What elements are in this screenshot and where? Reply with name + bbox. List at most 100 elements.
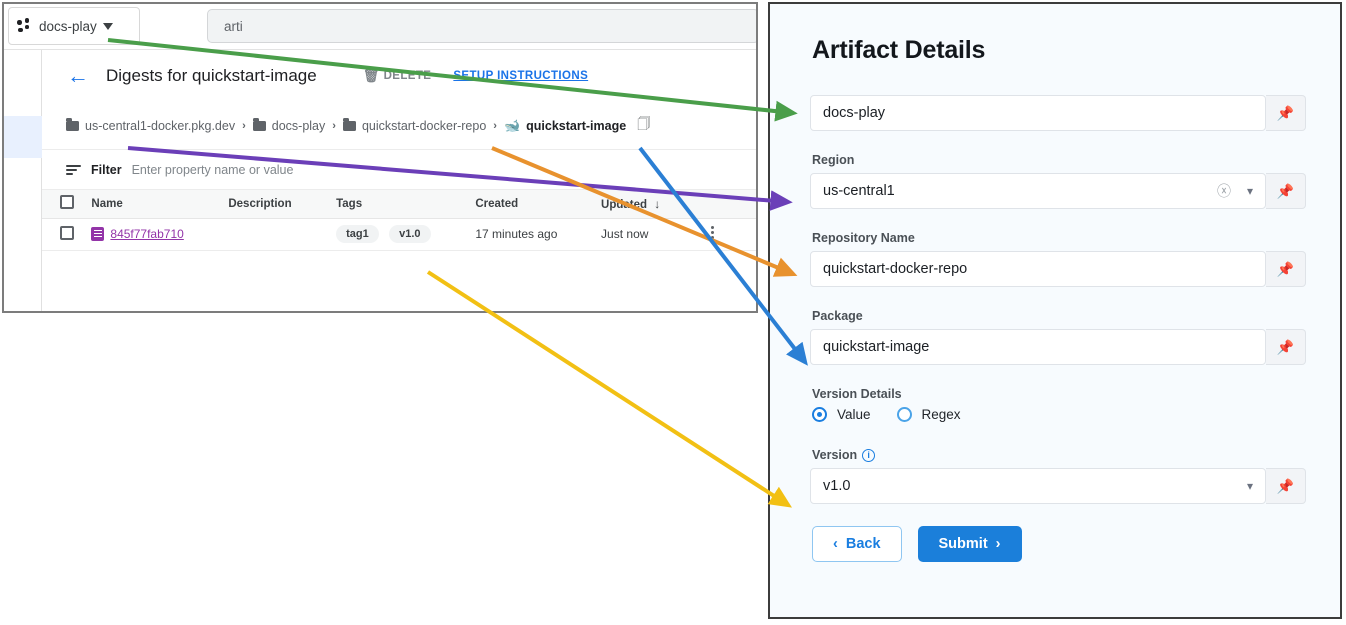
breadcrumb-label: quickstart-docker-repo [361,118,487,133]
radio-regex-label: Regex [921,407,961,422]
submit-button[interactable]: Submit › [917,526,1022,562]
pin-icon[interactable]: 📌 [1266,251,1306,287]
artifact-details-panel: Artifact Details docs-play 📌 Region us-c… [768,2,1342,619]
nav-rail-active-item[interactable] [4,116,42,158]
pin-icon[interactable]: 📌 [1266,468,1306,504]
row-actions-cell[interactable] [711,218,756,251]
breadcrumb-item-project[interactable]: docs-play [252,117,326,133]
package-input-value: quickstart-image [823,339,930,355]
select-all-checkbox[interactable] [60,195,74,210]
back-arrow-icon[interactable]: ← [67,63,89,88]
console-top-bar: docs-play arti [4,4,756,50]
package-field-row: quickstart-image 📌 [810,329,1306,365]
radio-regex[interactable] [896,407,912,422]
table-header-row: Name Description Tags Created Updated ↓ [42,190,756,219]
search-input-value: arti [224,18,243,34]
back-button[interactable]: ‹ Back [812,526,902,562]
breadcrumb-label: docs-play [271,118,326,133]
left-nav-rail[interactable] [4,50,42,311]
table-row[interactable]: 845f77fab710 tag1 v1.0 17 minutes ago Ju… [42,218,756,251]
column-header-created[interactable]: Created [475,190,602,219]
region-input-value: us-central1 [823,183,895,199]
breadcrumb-label: us-central1-docker.pkg.dev [85,118,236,133]
row-created-cell: 17 minutes ago [475,218,602,251]
radio-value[interactable] [812,407,827,422]
row-checkbox[interactable] [60,225,74,240]
column-header-tags[interactable]: Tags [336,190,476,219]
version-input-value: v1.0 [823,478,851,494]
version-details-radio-group: Value Regex [812,407,1306,422]
breadcrumb-item-registry[interactable]: us-central1-docker.pkg.dev [66,117,236,133]
panel-buttons: ‹ Back Submit › [812,526,1306,562]
breadcrumb-item-package[interactable]: 🐋 quickstart-image [504,119,626,133]
back-chevron-icon: ‹ [833,536,838,552]
filter-bar[interactable]: Filter Enter property name or value [42,150,756,190]
project-dots-icon [17,18,33,34]
delete-button[interactable]: 🗑 DELETE [363,68,432,84]
back-button-label: Back [845,536,881,552]
row-description-cell [228,218,337,251]
sort-descending-icon: ↓ [654,196,661,211]
delete-button-label: DELETE [383,70,432,82]
page-title: Digests for quickstart-image [106,66,317,85]
folder-icon [252,117,266,131]
pin-icon[interactable]: 📌 [1266,329,1306,365]
column-header-actions [711,190,756,219]
breadcrumb-separator: › [242,119,246,132]
column-header-description[interactable]: Description [228,190,337,219]
chevron-down-icon[interactable]: ▾ [1246,184,1253,198]
panel-title: Artifact Details [812,36,986,64]
radio-value-label: Value [837,407,871,422]
breadcrumb-separator: › [493,119,497,132]
setup-instructions-link[interactable]: SETUP INSTRUCTIONS [453,70,589,82]
region-label: Region [812,153,855,167]
console-body: ← Digests for quickstart-image 🗑 DELETE … [4,50,756,311]
copy-icon[interactable]: 🗍 [637,115,651,131]
project-field-row: docs-play 📌 [810,95,1306,131]
repository-label: Repository Name [812,231,915,245]
search-input[interactable]: arti [207,9,756,43]
console-content: ← Digests for quickstart-image 🗑 DELETE … [42,50,756,311]
tag-chip: tag1 [336,225,379,243]
docker-icon: 🐋 [503,118,521,133]
package-label: Package [812,309,863,323]
project-selector[interactable]: docs-play [8,7,140,45]
filter-input-placeholder[interactable]: Enter property name or value [131,162,294,177]
breadcrumb-separator: › [332,119,336,132]
repository-input[interactable]: quickstart-docker-repo [810,251,1266,287]
table-header: Name Description Tags Created Updated ↓ [42,190,756,219]
package-input[interactable]: quickstart-image [810,329,1266,365]
pin-icon[interactable]: 📌 [1266,95,1306,131]
info-icon[interactable]: i [862,448,876,462]
column-header-updated[interactable]: Updated ↓ [601,190,712,219]
submit-chevron-icon: › [995,536,1001,552]
filter-label: Filter [91,162,122,177]
row-overflow-menu-icon[interactable] [711,224,715,241]
column-header-name[interactable]: Name [91,190,229,219]
row-tags-cell: tag1 v1.0 [336,218,476,251]
chevron-down-icon [102,22,113,30]
row-updated-cell: Just now [601,218,712,251]
repository-input-value: quickstart-docker-repo [823,261,968,277]
select-all-header[interactable] [42,190,92,219]
version-field-row: v1.0 ▾ 📌 [810,468,1306,504]
breadcrumb-item-repository[interactable]: quickstart-docker-repo [342,117,487,133]
project-input-value: docs-play [823,105,886,121]
digest-icon [91,227,105,241]
version-label: Version i [812,448,1306,462]
cloud-console-window: docs-play arti ← Digests for quickstart-… [2,2,758,313]
pin-icon[interactable]: 📌 [1266,173,1306,209]
region-input[interactable]: us-central1 ⓧ ▾ [810,173,1266,209]
submit-button-label: Submit [938,536,988,552]
project-selector-label: docs-play [39,18,97,34]
digests-table: Name Description Tags Created Updated ↓ [42,190,756,251]
chevron-down-icon[interactable]: ▾ [1246,479,1253,493]
project-input[interactable]: docs-play [810,95,1266,131]
trash-icon: 🗑 [362,68,380,83]
clear-icon[interactable]: ⓧ [1216,183,1231,199]
row-name-cell: 845f77fab710 [91,218,229,251]
digest-link[interactable]: 845f77fab710 [110,227,184,241]
version-input[interactable]: v1.0 ▾ [810,468,1266,504]
row-select-cell[interactable] [42,218,92,251]
